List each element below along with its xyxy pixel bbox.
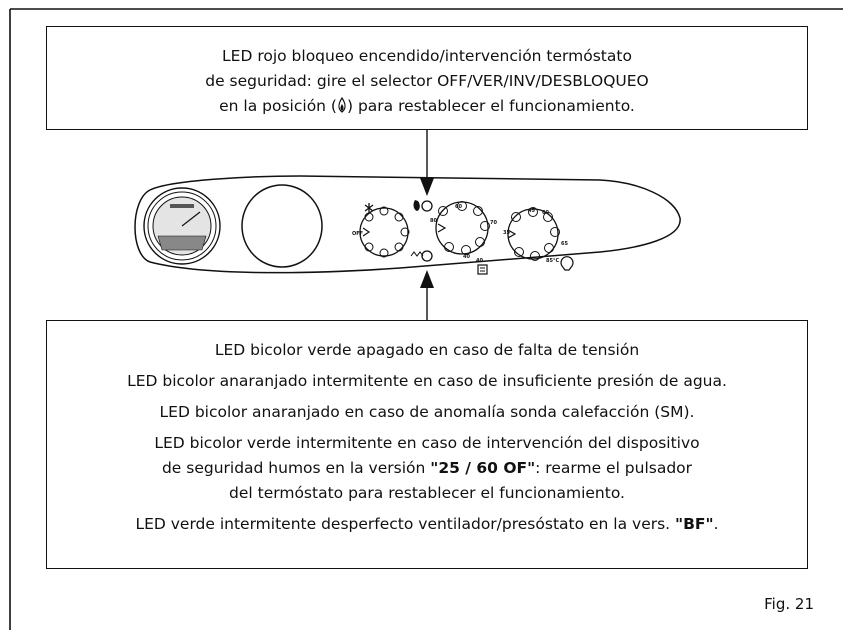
- bottom-callout-line: LED bicolor verde apagado en caso de fal…: [214, 341, 640, 359]
- radiator-icon: [477, 264, 488, 275]
- top-callout-line: en la posición ( ) para restablecer el fu…: [47, 94, 807, 119]
- snowflake-icon: [364, 203, 374, 213]
- dhw-temperature-knob[interactable]: [507, 207, 560, 261]
- bottom-callout-line: LED verde intermitente desperfecto venti…: [47, 512, 807, 537]
- bottom-callout-text: de seguridad humos en la versión: [161, 459, 431, 477]
- bottom-callout-line: del termóstato para restablecer el funci…: [229, 484, 625, 502]
- version-label: "BF": [675, 515, 714, 533]
- scale-label: 45: [528, 208, 535, 214]
- scale-label: 40: [463, 254, 470, 260]
- control-panel-outline: [134, 175, 681, 274]
- bottom-callout-text: LED verde intermitente desperfecto venti…: [135, 515, 676, 533]
- bottom-callout-line: LED bicolor anaranjado en caso de anomal…: [159, 403, 695, 421]
- bottom-callout-line: LED bicolor anaranjado intermitente en c…: [127, 372, 727, 390]
- bicolor-led: [421, 250, 433, 262]
- top-callout-text: en la posición (: [219, 97, 337, 115]
- scale-label: OFF: [352, 231, 363, 237]
- flame-icon: [338, 97, 346, 113]
- figure-label: Fig. 21: [764, 595, 814, 613]
- top-callout-text: ) para restablecer el funcionamiento.: [346, 97, 635, 115]
- top-callout-line: LED rojo bloqueo encendido/intervención …: [222, 47, 632, 65]
- scale-label: 70: [490, 220, 497, 226]
- scale-label: 85°C: [546, 258, 559, 264]
- scale-label: 65: [561, 241, 568, 247]
- tap-icon: [560, 256, 574, 271]
- version-label: "25 / 60 OF": [430, 459, 536, 477]
- pressure-gauge: [143, 187, 221, 265]
- top-arrow: [420, 130, 434, 196]
- bottom-callout-box: LED bicolor verde apagado en caso de fal…: [46, 320, 808, 569]
- scale-label: 40: [476, 258, 483, 264]
- bottom-callout-text: : rearme el pulsador: [535, 459, 693, 477]
- pressure-drop-icon: [410, 251, 424, 257]
- mode-selector-knob[interactable]: [359, 206, 410, 258]
- top-callout-box: LED rojo bloqueo encendido/intervención …: [46, 26, 808, 130]
- top-callout-line: de seguridad: gire el selector OFF/VER/I…: [205, 72, 649, 90]
- bottom-callout-text: .: [713, 515, 719, 533]
- scale-label: 80: [430, 218, 437, 224]
- scale-label: 60: [455, 204, 462, 210]
- red-lockout-led: [421, 200, 433, 212]
- scale-label: 35: [503, 230, 510, 236]
- flame-icon: [413, 200, 420, 211]
- bottom-callout-line: LED bicolor verde intermitente en caso d…: [154, 434, 700, 452]
- bottom-arrow: [420, 270, 434, 320]
- heating-temperature-knob[interactable]: [435, 201, 490, 255]
- scale-label: 60: [542, 210, 549, 216]
- bottom-callout-line: de seguridad humos en la versión "25 / 6…: [47, 456, 807, 481]
- scale-labels: OFF 60 80 70 40 45 60 65 35 85°C 40: [352, 204, 568, 264]
- display-window: [241, 184, 323, 268]
